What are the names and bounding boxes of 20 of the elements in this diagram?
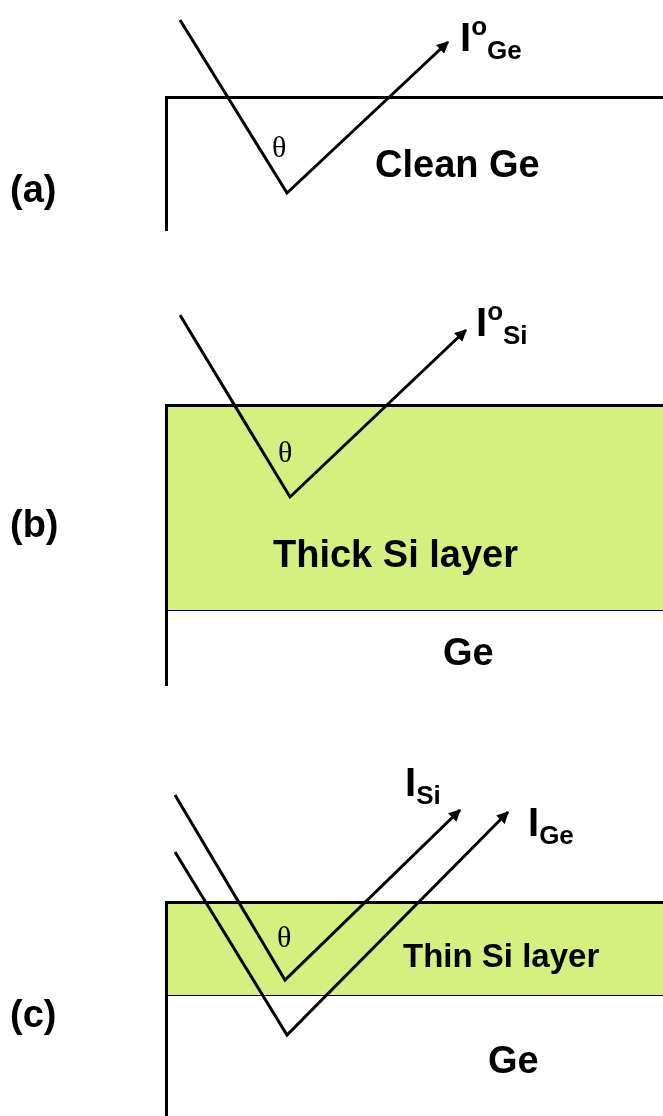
angle-label: θ xyxy=(272,132,287,162)
angle-label: θ xyxy=(277,922,292,952)
panel-label: (b) xyxy=(10,505,59,543)
x-ray-beam-arrow xyxy=(173,794,462,983)
substrate-region xyxy=(165,96,663,231)
region-label: Ge xyxy=(443,633,494,671)
panel-label: (a) xyxy=(10,170,57,208)
panel-label: (c) xyxy=(10,995,57,1033)
x-ray-beam-arrow xyxy=(178,19,450,196)
x-ray-beam-arrow xyxy=(178,314,468,500)
intensity-label: I$_{Si}$ xyxy=(405,762,441,808)
region-label: Ge xyxy=(488,1041,539,1079)
angle-label: θ xyxy=(278,437,293,467)
x-ray-beam-arrow xyxy=(173,810,510,1038)
region-label: Thick Si layer xyxy=(273,535,518,573)
region-label: Thin Si layer xyxy=(403,939,600,972)
intensity-label: I$_{Ge}$ xyxy=(528,802,574,848)
region-label: Clean Ge xyxy=(375,145,540,183)
layer-region xyxy=(165,404,663,611)
layer-region xyxy=(165,901,663,996)
